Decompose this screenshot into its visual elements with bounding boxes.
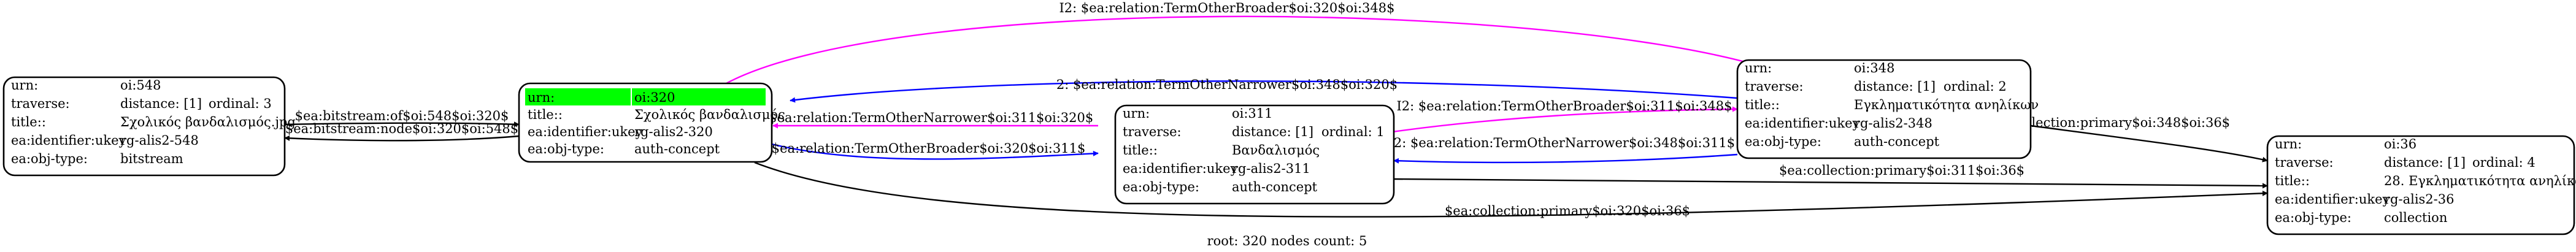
edge-broader-320-348: I2: $ea:relation:TermOtherBroader$oi:320… bbox=[723, 1, 1761, 86]
edge-label: $ea:collection:primary$oi:311$oi:36$ bbox=[1779, 163, 2024, 178]
field-value: Εγκληματικότητα ανηλίκων bbox=[1854, 97, 2039, 112]
field-value: rg-alis2-348 bbox=[1854, 116, 1932, 131]
field-key: ea:identifier:ukey bbox=[2275, 192, 2390, 207]
edge-label: $ea:bitstream:of$oi:548$oi:320$ bbox=[295, 109, 509, 123]
edge-line bbox=[1393, 178, 2268, 189]
field-key: ea:obj-type: bbox=[1123, 180, 1199, 194]
field-value: collection bbox=[2384, 210, 2447, 225]
field-key: title:: bbox=[1745, 97, 1780, 112]
edge-narrower-348-311: 2: $ea:relation:TermOtherNarrower$oi:348… bbox=[1393, 136, 1738, 164]
field-key: urn: bbox=[528, 90, 555, 105]
field-key: title:: bbox=[1123, 143, 1158, 158]
field-value: rg-alis2-320 bbox=[634, 124, 713, 139]
edge-label: 2: $ea:relation:TermOtherBroader$oi:320$… bbox=[755, 141, 1086, 156]
edge-collection-311-36: $ea:collection:primary$oi:311$oi:36$ bbox=[1393, 163, 2268, 189]
edge-label: I2: $ea:relation:TermOtherBroader$oi:311… bbox=[1397, 99, 1732, 113]
field-value: Σχολικός βανδαλισμός.jpg bbox=[120, 115, 296, 129]
edge-line bbox=[284, 121, 520, 128]
field-key: traverse: bbox=[1745, 79, 1804, 94]
edge-label: I2: $ea:relation:TermOtherBroader$oi:320… bbox=[1059, 1, 1395, 15]
field-value: oi:311 bbox=[1232, 106, 1273, 121]
field-value: auth-concept bbox=[1232, 180, 1318, 194]
field-value: Βανδαλισμός bbox=[1232, 143, 1320, 158]
edge-line bbox=[1393, 153, 1738, 164]
field-key: ea:identifier:ukey bbox=[11, 133, 126, 148]
edge-narrower-348-320: 2: $ea:relation:TermOtherNarrower$oi:348… bbox=[790, 77, 1738, 103]
field-key: title:: bbox=[11, 115, 46, 129]
field-value: oi:548 bbox=[120, 78, 161, 93]
edge-line bbox=[754, 161, 2268, 218]
field-extra: ordinal: 1 bbox=[1321, 124, 1385, 139]
field-key: urn: bbox=[1123, 106, 1150, 121]
node-oi-348[interactable]: urn: oi:348 traverse: distance: [1] ordi… bbox=[1736, 59, 2039, 159]
edge-broader-320-311: 2: $ea:relation:TermOtherBroader$oi:320$… bbox=[755, 141, 1099, 160]
edge-bitstream-node: $ea:bitstream:node$oi:320$oi:548$ bbox=[284, 121, 520, 142]
highlight-key bbox=[525, 88, 631, 105]
field-key: traverse: bbox=[2275, 155, 2334, 170]
field-value: bitstream bbox=[120, 151, 183, 166]
edge-label: $ea:collection:primary$oi:320$oi:36$ bbox=[1445, 204, 1690, 218]
field-value: oi:36 bbox=[2384, 137, 2416, 151]
highlight-value bbox=[632, 88, 766, 105]
node-oi-36[interactable]: urn: oi:36 traverse: distance: [1] ordin… bbox=[2266, 135, 2576, 235]
field-key: urn: bbox=[11, 78, 38, 93]
field-value: distance: [1] bbox=[1854, 79, 1936, 94]
node-oi-548[interactable]: urn: oi:548 traverse: distance: [1] ordi… bbox=[2, 76, 296, 177]
field-key: ea:obj-type: bbox=[11, 151, 88, 166]
edge-line bbox=[2030, 124, 2268, 162]
field-key: traverse: bbox=[1123, 124, 1182, 139]
field-value: auth-concept bbox=[634, 142, 720, 156]
edge-label: 2: $ea:relation:TermOtherNarrower$oi:348… bbox=[1056, 77, 1398, 92]
field-value: oi:320 bbox=[634, 90, 675, 105]
field-key: urn: bbox=[2275, 137, 2302, 151]
node-oi-320[interactable]: urn: oi:320 title:: Σχολικός βανδαλισμός… bbox=[518, 82, 785, 163]
field-key: title:: bbox=[528, 107, 563, 122]
edge-collection-320-36: $ea:collection:primary$oi:320$oi:36$ bbox=[754, 161, 2268, 218]
edge-line bbox=[1392, 106, 1738, 133]
field-value: distance: [1] bbox=[1232, 124, 1313, 139]
field-key: ea:obj-type: bbox=[1745, 134, 1821, 149]
edge-broader-311-348: I2: $ea:relation:TermOtherBroader$oi:311… bbox=[1392, 99, 1738, 133]
field-key: ea:obj-type: bbox=[528, 142, 604, 156]
field-value: distance: [1] bbox=[2384, 155, 2466, 170]
field-value: 28. Εγκληματικότητα ανηλίκων bbox=[2384, 174, 2576, 188]
field-value: distance: [1] bbox=[120, 96, 202, 111]
edge-narrower-311-320: I2: $ea:relation:TermOtherNarrower$oi:31… bbox=[747, 110, 1098, 129]
field-extra: ordinal: 4 bbox=[2472, 155, 2536, 170]
edge-label: 2: $ea:relation:TermOtherNarrower$oi:348… bbox=[1394, 136, 1735, 150]
edge-line bbox=[790, 80, 1738, 103]
field-value: auth-concept bbox=[1854, 134, 1940, 149]
field-extra: ordinal: 3 bbox=[209, 96, 272, 111]
field-key: traverse: bbox=[11, 96, 70, 111]
field-value: oi:348 bbox=[1854, 61, 1895, 75]
field-key: title:: bbox=[2275, 174, 2310, 188]
field-extra: ordinal: 2 bbox=[1944, 79, 2007, 94]
field-key: urn: bbox=[1745, 61, 1772, 75]
edge-line bbox=[771, 143, 1099, 160]
edge-line bbox=[284, 135, 520, 142]
field-value: rg-alis2-36 bbox=[2384, 192, 2455, 207]
field-key: ea:identifier:ukey bbox=[1745, 116, 1860, 131]
field-value: rg-alis2-548 bbox=[120, 133, 199, 148]
edge-bitstream-of: $ea:bitstream:of$oi:548$oi:320$ bbox=[284, 109, 520, 128]
field-value: rg-alis2-311 bbox=[1232, 161, 1310, 176]
edge-label: $ea:bitstream:node$oi:320$oi:548$ bbox=[285, 121, 518, 136]
field-value: Σχολικός βανδαλισμός bbox=[634, 107, 785, 122]
field-key: ea:identifier:ukey bbox=[1123, 161, 1238, 176]
field-key: ea:obj-type: bbox=[2275, 210, 2351, 225]
node-oi-311[interactable]: urn: oi:311 traverse: distance: [1] ordi… bbox=[1114, 104, 1395, 205]
graph-caption: root: 320 nodes count: 5 bbox=[1207, 234, 1367, 248]
field-key: ea:identifier:ukey bbox=[528, 124, 643, 139]
edge-label: I2: $ea:relation:TermOtherNarrower$oi:31… bbox=[747, 110, 1093, 125]
edge-line bbox=[723, 15, 1761, 86]
